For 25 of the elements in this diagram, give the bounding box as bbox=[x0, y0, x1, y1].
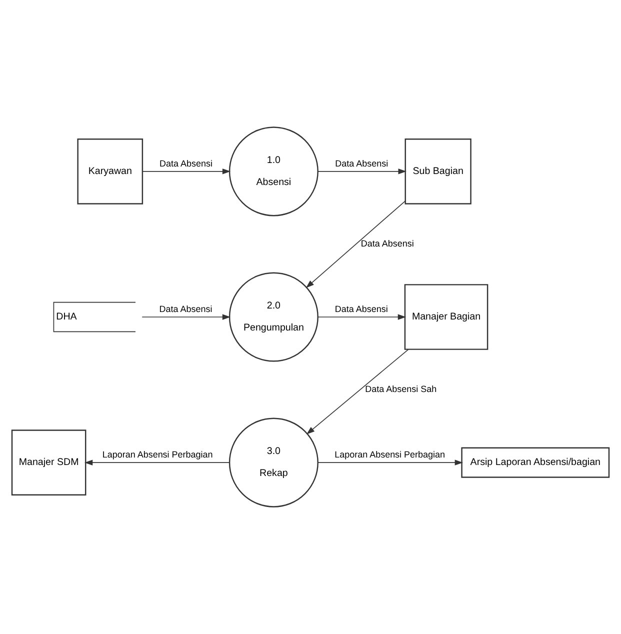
arrow bbox=[306, 348, 409, 434]
node-box: Sub Bagian bbox=[404, 138, 472, 204]
edge-label: Data Absensi bbox=[159, 304, 212, 314]
arrow bbox=[142, 314, 231, 320]
edge-label: Data Absensi bbox=[160, 158, 212, 168]
arrow bbox=[142, 168, 231, 174]
arrow bbox=[306, 200, 406, 288]
node-box: Karyawan bbox=[77, 138, 144, 204]
node-circle: 2.0 Pengumpulan bbox=[228, 272, 318, 362]
node-box: Manajer SDM bbox=[11, 430, 86, 496]
node-circle: 1.0 Absensi bbox=[228, 126, 318, 216]
edge-label: Data Absensi bbox=[360, 238, 414, 249]
edge-label: Data Absensi bbox=[334, 304, 388, 314]
node-box: Manajer Bagian bbox=[404, 284, 488, 350]
node-box: Arsip Laporan Absensi/bagian bbox=[461, 447, 610, 478]
edge-label: Laporan Absensi Perbagian bbox=[102, 449, 213, 460]
arrow bbox=[84, 460, 230, 466]
edge-label: Data Absensi Sah bbox=[365, 384, 437, 394]
node-circle: 3.0 Rekap bbox=[228, 418, 318, 508]
arrow bbox=[318, 460, 464, 466]
edge-label: Laporan Absensi Perbagian bbox=[334, 449, 446, 460]
arrow bbox=[318, 314, 406, 320]
node-text: DHA bbox=[56, 312, 77, 323]
arrow bbox=[318, 168, 406, 174]
edge-label: Data Absensi bbox=[335, 158, 388, 168]
